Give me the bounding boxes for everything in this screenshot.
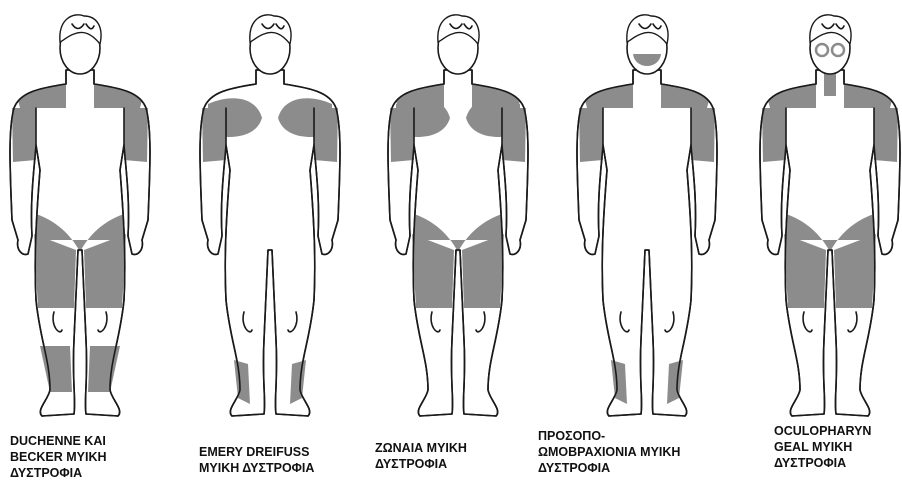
label-duchenne-line-3: ΔΥΣΤΡΟΦΙΑ: [10, 465, 107, 481]
label-limb-girdle-line-1: ΖΩΝΑΙΑ ΜΥΙΚΗ: [375, 440, 467, 456]
figure-limb-girdle-shade-arms-0: [390, 108, 414, 162]
figure-limb-girdle-shade-arms-1: [502, 108, 526, 162]
figure-emery-shade-upper-arms-1: [314, 108, 338, 162]
label-oculopharyngeal-line-1: OCULOPHARYN: [774, 423, 871, 439]
label-fshd-line-3: ΔΥΣΤΡΟΦΙΑ: [538, 460, 680, 476]
figure-emery-shade-upper-arms-0: [202, 108, 226, 162]
figure-limb-girdle: [388, 15, 528, 416]
label-fshd-line-1: ΠΡΟΣΟΠΟ-: [538, 428, 680, 444]
label-oculopharyngeal-line-2: GEAL ΜΥΙΚΗ: [774, 439, 871, 455]
label-emery-line-1: EMERY DREIFUSS: [199, 444, 314, 460]
label-emery-line-2: ΜΥΙΚΗ ΔΥΣΤΡΟΦΙΑ: [199, 460, 314, 476]
figure-emery: [200, 15, 340, 416]
label-duchenne-line-1: DUCHENNE KAI: [10, 433, 107, 449]
figure-oculopharyngeal-left-eye-shade: [816, 44, 828, 56]
label-duchenne: DUCHENNE KAI BECKER ΜΥΙΚΗ ΔΥΣΤΡΟΦΙΑ: [10, 433, 107, 481]
label-oculopharyngeal: OCULOPHARYN GEAL ΜΥΙΚΗ ΔΥΣΤΡΟΦΙΑ: [774, 423, 871, 471]
label-limb-girdle: ΖΩΝΑΙΑ ΜΥΙΚΗ ΔΥΣΤΡΟΦΙΑ: [375, 440, 467, 472]
figure-oculopharyngeal-right-eye-shade: [832, 44, 844, 56]
figure-oculopharyngeal-shade-upper-arms-0: [762, 108, 786, 162]
figure-fshd: [577, 15, 717, 416]
figure-duchenne-shade-upper-arms-0: [12, 108, 36, 162]
figure-oculopharyngeal-shade-upper-arms-1: [874, 108, 898, 162]
label-emery: EMERY DREIFUSS ΜΥΙΚΗ ΔΥΣΤΡΟΦΙΑ: [199, 444, 314, 476]
label-duchenne-line-2: BECKER ΜΥΙΚΗ: [10, 449, 107, 465]
label-limb-girdle-line-2: ΔΥΣΤΡΟΦΙΑ: [375, 456, 467, 472]
figure-duchenne: [10, 15, 150, 416]
figure-duchenne-shade-upper-arms-1: [124, 108, 148, 162]
figure-fshd-shade-upper-arms-0: [579, 108, 603, 162]
label-fshd-line-2: ΩΜΟΒΡΑΧΙΟΝΙΑ ΜΥΙΚΗ: [538, 444, 680, 460]
figure-fshd-shade-upper-arms-1: [691, 108, 715, 162]
figure-oculopharyngeal: [760, 15, 900, 416]
label-fshd: ΠΡΟΣΟΠΟ- ΩΜΟΒΡΑΧΙΟΝΙΑ ΜΥΙΚΗ ΔΥΣΤΡΟΦΙΑ: [538, 428, 680, 476]
label-oculopharyngeal-line-3: ΔΥΣΤΡΟΦΙΑ: [774, 455, 871, 471]
